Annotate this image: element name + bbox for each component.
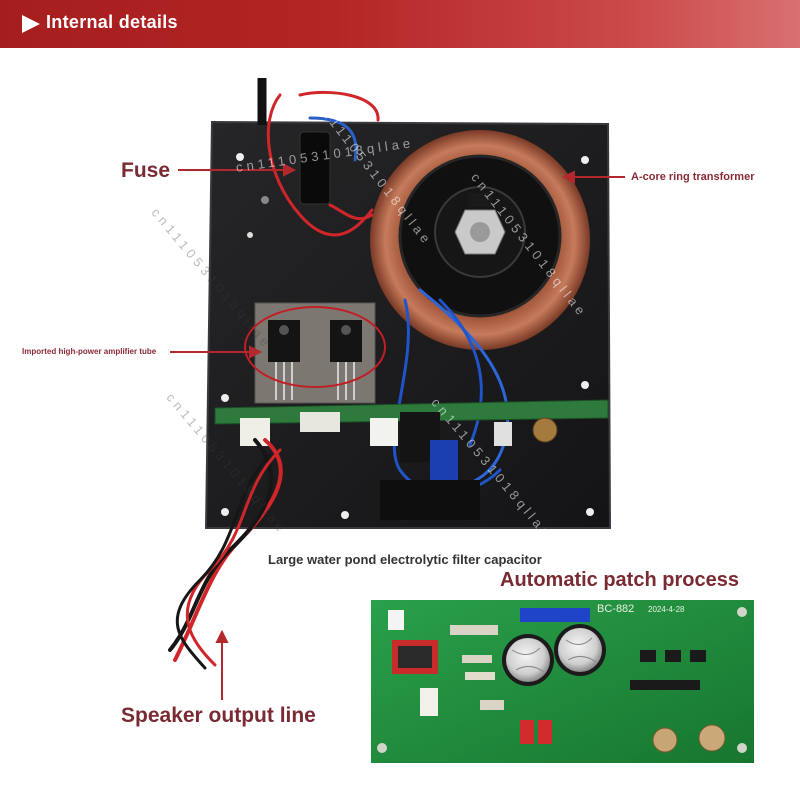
pcb-date-print: 2024-4-28 [648,605,685,614]
callout-arrows [170,163,625,700]
capacitor-callout-label: Large water pond electrolytic filter cap… [268,552,542,567]
pcb-model-print: BC-882 [597,603,634,615]
section-banner: Internal details [0,0,800,48]
fuse-holder [299,131,360,205]
patch-pcb-photo: BC-882 2024-4-28 [371,600,754,763]
amplifier-board-photo: BC-882 2024-4-28 [168,78,754,763]
transformer-callout-label: A-core ring transformer [631,171,755,183]
speaker-cable [168,438,283,670]
amplifier-tube-callout-label: Imported high-power amplifier tube [22,347,157,356]
ring-transformer [370,130,590,350]
speaker-output-callout-label: Speaker output line [121,704,316,727]
fuse-wiring [266,90,380,237]
patch-process-callout-label: Automatic patch process [500,569,739,591]
fuse-callout-label: Fuse [121,159,171,182]
amplifier-tube-area [244,302,386,404]
play-triangle-icon [22,15,40,33]
banner-title: Internal details [46,12,178,32]
main-circuit-board [214,399,609,520]
